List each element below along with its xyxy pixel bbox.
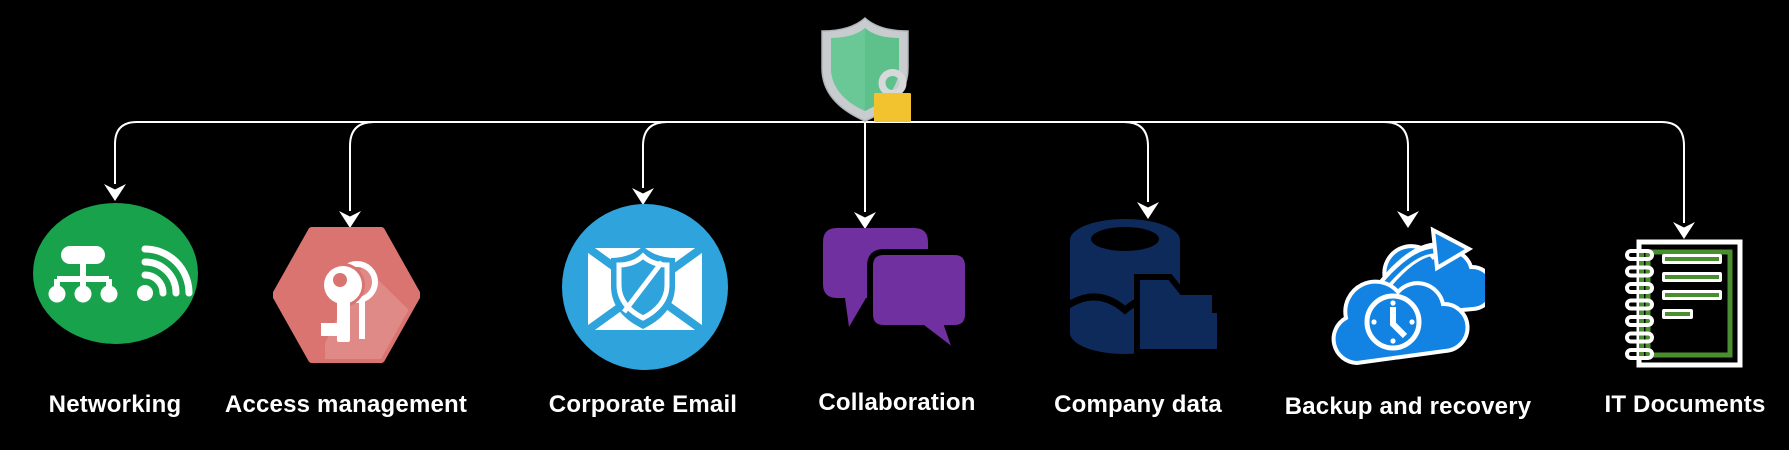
item-label-collaboration: Collaboration: [818, 389, 976, 416]
backup-recovery-cloud-icon: [1331, 226, 1485, 366]
security-shield-lock-icon: [821, 16, 911, 122]
arrowhead-icons: [104, 184, 1695, 239]
company-data-database-icon: [1070, 219, 1220, 355]
item-label-corporate-email: Corporate Email: [548, 391, 738, 418]
item-label-access-management: Access management: [224, 391, 468, 418]
corporate-email-icon: [562, 204, 728, 370]
item-label-backup-and-recovery: Backup and recovery: [1284, 393, 1532, 420]
access-management-key-icon: [273, 227, 420, 363]
item-label-it-documents: IT Documents: [1604, 391, 1766, 418]
collaboration-chat-icon: [823, 228, 970, 358]
item-label-company-data: Company data: [1054, 391, 1222, 418]
item-label-networking: Networking: [48, 391, 182, 418]
it-documents-notebook-icon: [1625, 239, 1743, 368]
networking-icon: [33, 203, 198, 344]
